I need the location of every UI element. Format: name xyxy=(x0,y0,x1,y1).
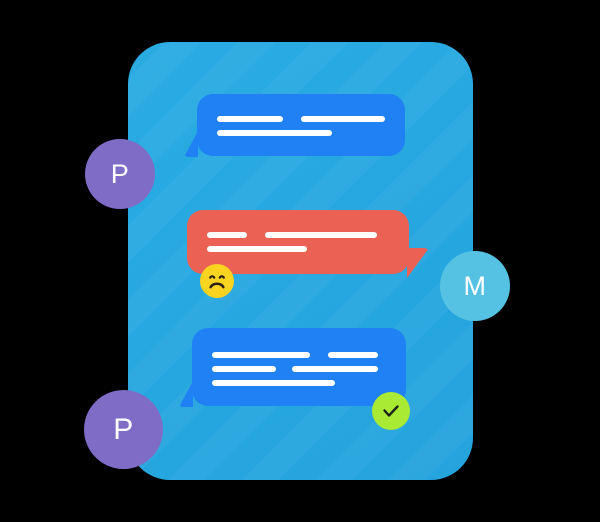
text-segment xyxy=(217,130,332,136)
message-text-line xyxy=(197,116,405,122)
bubble-body xyxy=(197,94,405,156)
avatar-initial: P xyxy=(110,158,130,189)
status-delivered-badge[interactable] xyxy=(372,392,410,430)
avatar-initial: P xyxy=(113,412,134,446)
bubble-tail-icon xyxy=(179,381,193,407)
text-segment xyxy=(292,366,378,372)
check-icon xyxy=(383,405,399,417)
avatar-sender-p-bottom[interactable]: P xyxy=(84,390,163,469)
message-bubble-1[interactable] xyxy=(184,94,405,157)
text-segment xyxy=(207,246,307,252)
text-segment xyxy=(212,352,310,358)
text-segment xyxy=(212,366,276,372)
message-text-line xyxy=(192,352,406,358)
message-text-line xyxy=(197,130,405,136)
avatar-initial: M xyxy=(463,270,487,301)
reaction-sad-face-badge[interactable] xyxy=(200,264,234,298)
message-bubble-2[interactable] xyxy=(187,210,429,278)
bubble-tail-icon xyxy=(407,248,429,278)
message-text-line xyxy=(192,366,406,372)
text-segment xyxy=(265,232,377,238)
avatar-sender-p-top[interactable]: P xyxy=(85,139,155,209)
sad-face-icon xyxy=(209,275,225,289)
bubble-body xyxy=(187,210,409,274)
message-text-line xyxy=(192,380,406,386)
message-text-line xyxy=(187,232,409,238)
text-segment xyxy=(328,352,378,358)
text-segment xyxy=(212,380,335,386)
text-segment xyxy=(207,232,247,238)
avatar-sender-m[interactable]: M xyxy=(440,251,510,321)
text-segment xyxy=(217,116,283,122)
message-bubble-3[interactable] xyxy=(179,328,406,407)
message-text-line xyxy=(187,246,409,252)
chat-card xyxy=(128,42,473,480)
bubble-tail-icon xyxy=(184,131,198,157)
text-segment xyxy=(301,116,385,122)
